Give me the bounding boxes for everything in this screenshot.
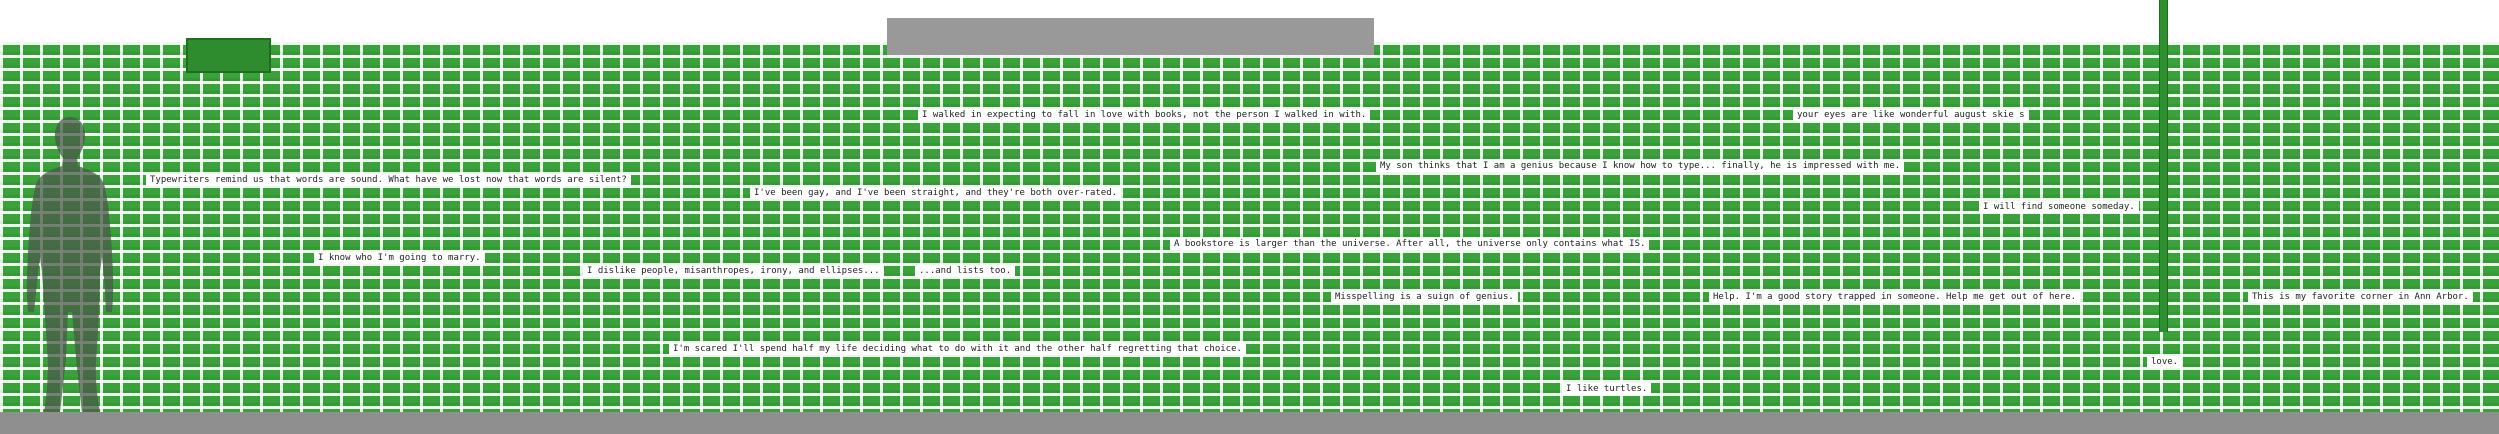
wall-note: Help. I'm a good story trapped in someon… (1709, 291, 2081, 303)
person-silhouette (26, 117, 114, 412)
wall-note: A bookstore is larger than the universe.… (1170, 238, 1650, 250)
drain-pipe (2159, 0, 2168, 332)
wall-note: I like turtles. (1562, 383, 1652, 395)
wall-note: I know who I'm going to marry. (314, 252, 485, 264)
wall-note: I will find someone someday. (1979, 201, 2139, 213)
wall-note: Misspelling is a suign of genius. (1331, 291, 1518, 303)
floor (0, 412, 2499, 434)
wall-note: I walked in expecting to fall in love wi… (918, 109, 1371, 121)
top-panel (887, 18, 1374, 55)
brick-wall (0, 42, 2499, 412)
wall-note: I've been gay, and I've been straight, a… (750, 187, 1122, 199)
wall-note: I dislike people, misanthropes, irony, a… (583, 265, 884, 277)
wall-note: This is my favorite corner in Ann Arbor. (2248, 291, 2473, 303)
brick-wall-shading (0, 42, 2499, 412)
wall-note: ...and lists too. (915, 265, 1016, 277)
wall-note: I'm scared I'll spend half my life decid… (669, 343, 1246, 355)
wall-note: love. (2147, 356, 2183, 368)
wall-note: your eyes are like wonderful august skie… (1793, 109, 2029, 121)
green-sign (186, 38, 271, 73)
wall-note: Typewriters remind us that words are sou… (146, 174, 631, 186)
wall-note: My son thinks that I am a genius because… (1376, 160, 1905, 172)
